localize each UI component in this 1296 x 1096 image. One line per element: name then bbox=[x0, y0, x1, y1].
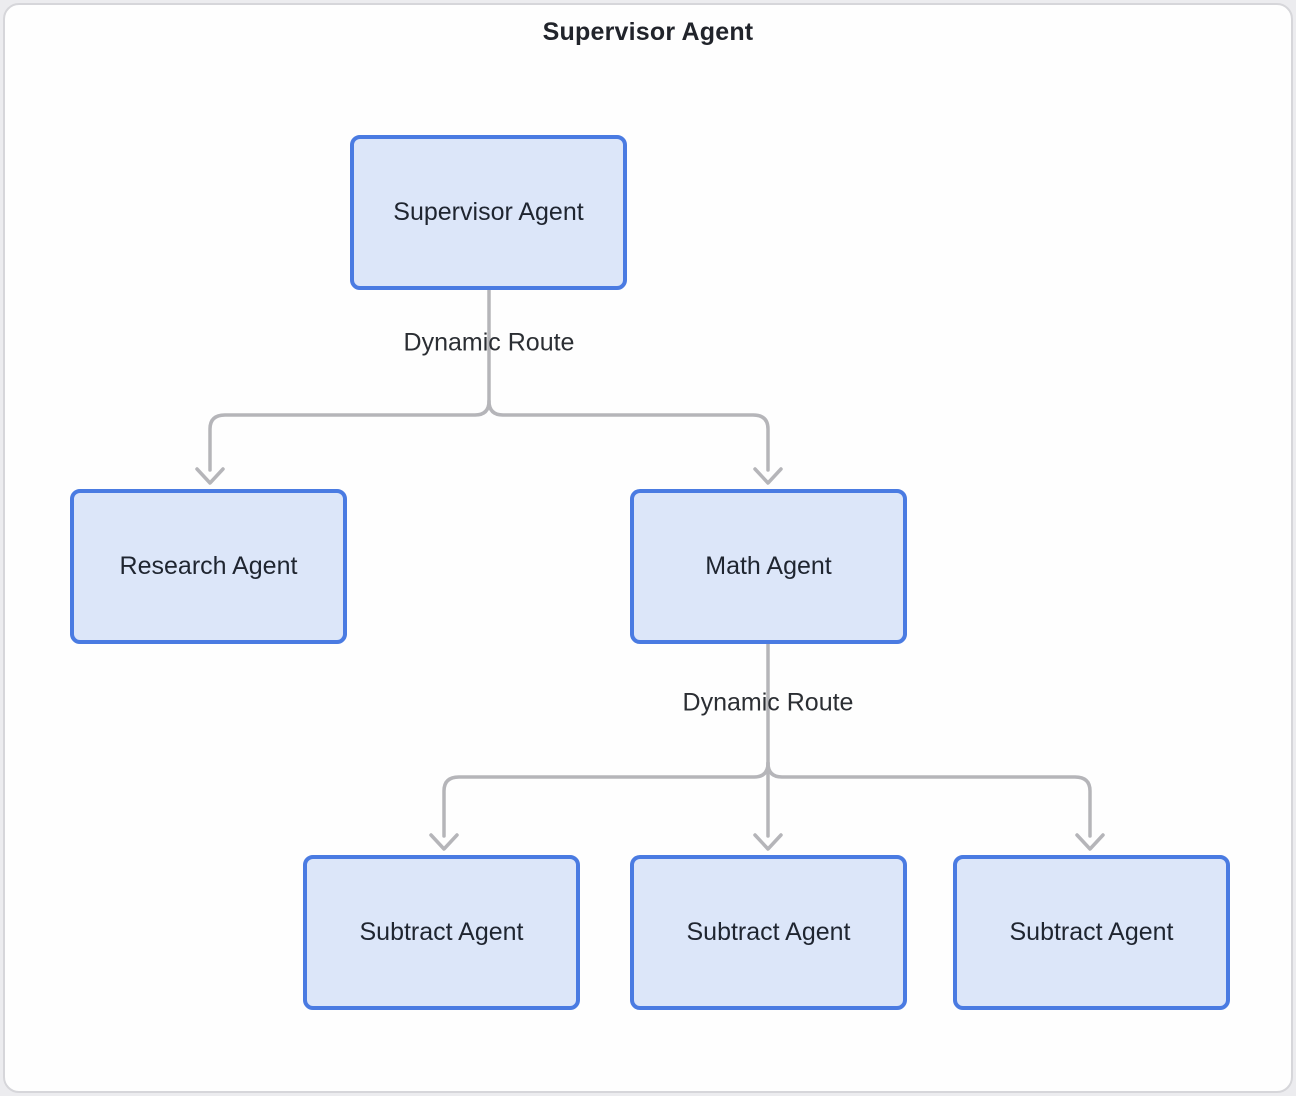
edge-label-dynamic-route-2: Dynamic Route bbox=[682, 688, 854, 717]
edge-label-dynamic-route-1: Dynamic Route bbox=[403, 328, 575, 357]
node-math-agent: Math Agent bbox=[630, 489, 907, 644]
node-supervisor-agent: Supervisor Agent bbox=[350, 135, 627, 290]
node-subtract-agent-2: Subtract Agent bbox=[630, 855, 907, 1010]
node-subtract-agent-1: Subtract Agent bbox=[303, 855, 580, 1010]
diagram-title: Supervisor Agent bbox=[542, 18, 754, 46]
node-subtract-agent-3: Subtract Agent bbox=[953, 855, 1230, 1010]
node-research-agent: Research Agent bbox=[70, 489, 347, 644]
